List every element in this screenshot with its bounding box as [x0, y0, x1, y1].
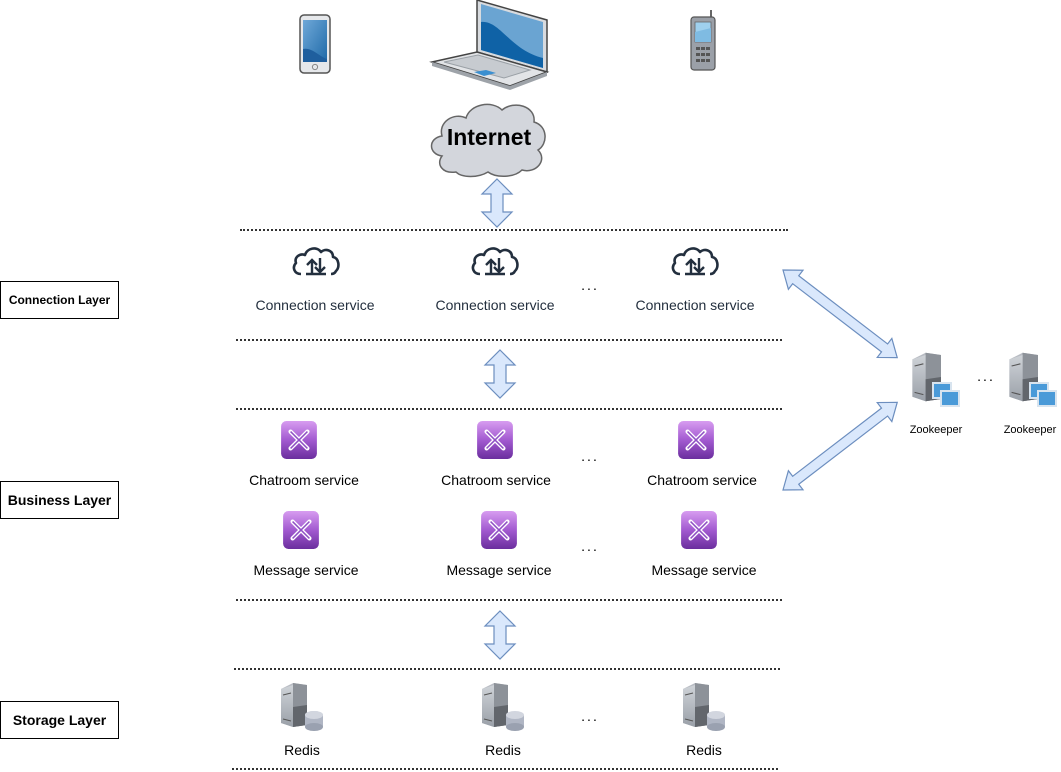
internet-label: Internet: [446, 124, 532, 150]
message-service-label: Message service: [446, 562, 552, 578]
message-service-label: Message service: [651, 562, 757, 578]
connection-layer-label: Connection Layer: [0, 281, 119, 319]
connection-service-label: Connection service: [435, 297, 555, 313]
message-service-label: Message service: [253, 562, 359, 578]
tablet-icon: [298, 13, 332, 75]
internet-connection-arrow: [480, 178, 514, 228]
redis-label: Redis: [284, 742, 320, 758]
zookeeper-label: Zookeeper: [1003, 424, 1057, 436]
redis-ellipsis: ...: [581, 708, 599, 724]
business-zookeeper-arrow: [780, 398, 906, 494]
connection-ellipsis: ...: [581, 277, 599, 293]
business-layer-top-border: [236, 408, 782, 410]
zookeeper-label: Zookeeper: [909, 424, 963, 436]
chatroom-service-icon: [476, 420, 514, 460]
connection-layer-top-border: [240, 229, 788, 231]
internet-cloud: Internet: [426, 98, 552, 178]
chatroom-service-label: Chatroom service: [647, 472, 757, 488]
mobile-phone-icon: [688, 10, 718, 72]
redis-label: Redis: [485, 742, 521, 758]
business-storage-arrow: [483, 610, 517, 660]
connection-service-icon: [670, 245, 720, 277]
redis-server-icon: [679, 681, 727, 731]
redis-server-icon: [277, 681, 325, 731]
storage-layer-label: Storage Layer: [0, 701, 119, 739]
laptop-icon: [429, 0, 550, 90]
chatroom-service-label: Chatroom service: [249, 472, 359, 488]
connection-service-label: Connection service: [255, 297, 375, 313]
redis-server-icon: [478, 681, 526, 731]
business-layer-label: Business Layer: [0, 481, 119, 519]
message-service-icon: [282, 510, 320, 550]
message-service-icon: [480, 510, 518, 550]
redis-label: Redis: [686, 742, 722, 758]
chatroom-service-label: Chatroom service: [441, 472, 551, 488]
chatroom-ellipsis: ...: [581, 448, 599, 464]
message-service-icon: [680, 510, 718, 550]
storage-layer-bottom-border: [232, 768, 778, 770]
connection-layer-bottom-border: [236, 339, 782, 341]
connection-service-icon: [291, 245, 341, 277]
chatroom-service-icon: [280, 420, 318, 460]
zookeeper-ellipsis: ...: [977, 368, 995, 384]
connection-service-icon: [470, 245, 520, 277]
connection-service-label: Connection service: [635, 297, 755, 313]
message-ellipsis: ...: [581, 538, 599, 554]
zookeeper-server-icon: [1005, 349, 1061, 411]
connection-business-arrow: [483, 349, 517, 399]
storage-layer-top-border: [234, 668, 780, 670]
chatroom-service-icon: [677, 420, 715, 460]
zookeeper-server-icon: [908, 349, 966, 411]
business-layer-bottom-border: [236, 599, 782, 601]
connection-zookeeper-arrow: [780, 268, 906, 364]
